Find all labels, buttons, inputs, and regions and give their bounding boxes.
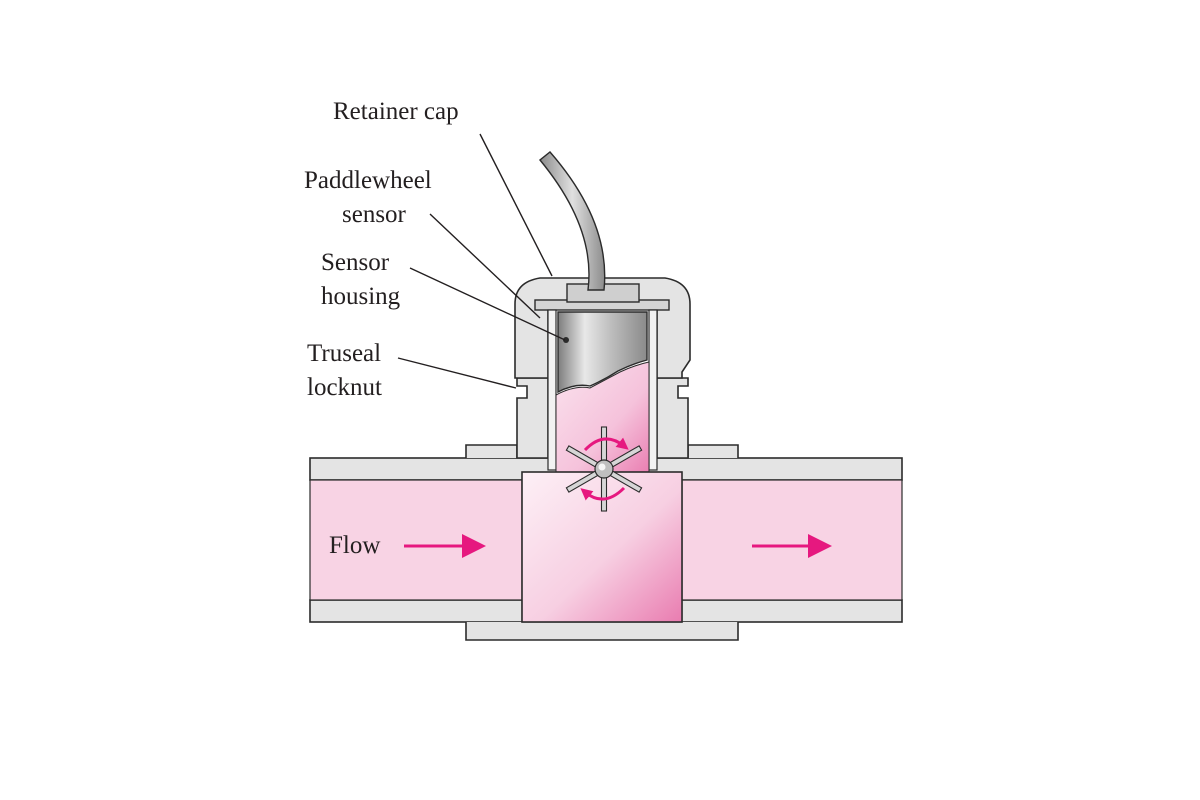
label-flow: Flow (329, 532, 380, 559)
sensor-cable (540, 152, 605, 290)
label-truseal-line2: locknut (307, 374, 382, 401)
label-retainer-cap: Retainer cap (333, 98, 459, 125)
label-paddlewheel-line1: Paddlewheel (304, 167, 432, 194)
label-truseal-line1: Truseal (307, 340, 381, 367)
label-sensor-line1: Sensor (321, 249, 390, 276)
label-paddlewheel-line2: sensor (342, 201, 407, 228)
label-sensor-line2: housing (321, 283, 401, 310)
